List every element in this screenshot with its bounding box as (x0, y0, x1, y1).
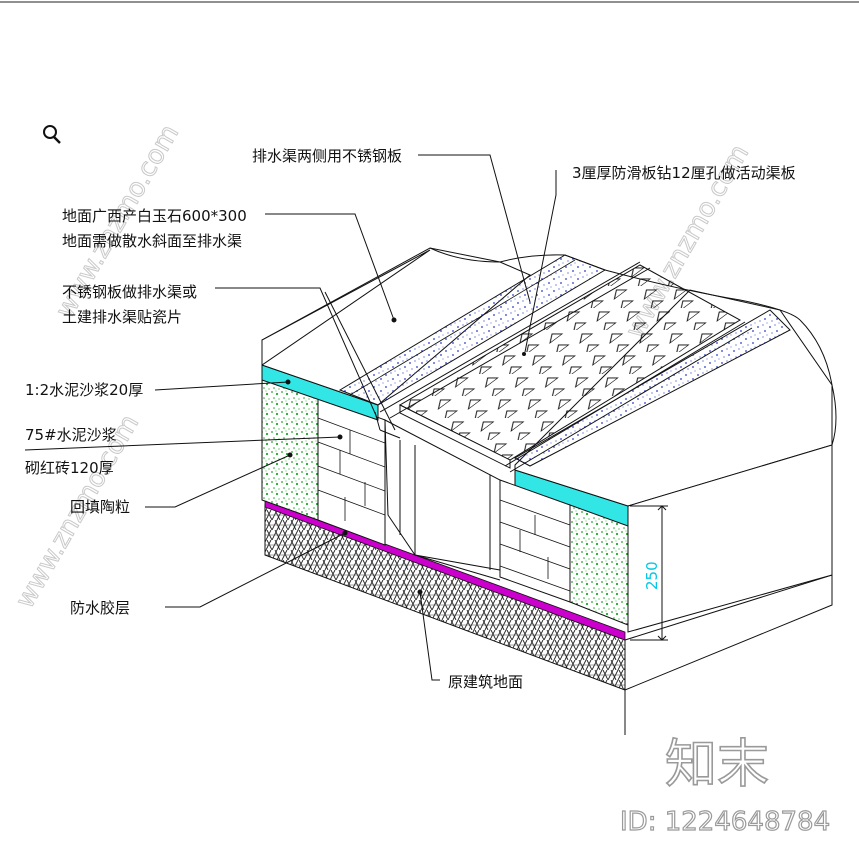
label-waterproof: 防水胶层 (70, 599, 130, 617)
annotation-labels: 排水渠两侧用不锈钢板 3厘厚防滑板钻12厘孔做活动渠板 地面广西产白玉石600*… (25, 147, 796, 691)
leader-lines (24, 154, 557, 681)
right-block (264, 289, 837, 691)
cover-plate (379, 261, 753, 473)
label-floor-stone-2: 地面需做散水斜面至排水渠 (62, 232, 242, 250)
brand-watermark: 知末 ID: 1224648784 (619, 734, 830, 837)
left-block (261, 247, 833, 555)
label-channel-1: 不锈钢板做排水渠或 (62, 283, 197, 301)
search-icon[interactable] (43, 125, 61, 144)
label-mortar: 1:2水泥沙浆20厚 (25, 381, 143, 399)
dimension-250: 250 (630, 505, 668, 641)
brand-logo-text: 知末 (665, 735, 769, 795)
watermark-id: ID: 1224648784 (620, 807, 830, 837)
label-base: 原建筑地面 (448, 673, 523, 691)
drain-channel (384, 419, 501, 581)
label-channel-2: 土建排水渠贴瓷片 (62, 308, 182, 326)
dimension-text: 250 (643, 561, 661, 590)
label-stainless-sides: 排水渠两侧用不锈钢板 (252, 147, 402, 165)
label-cover-plate: 3厘厚防滑板钻12厘孔做活动渠板 (572, 164, 796, 182)
label-mortar-75: 75#水泥沙浆 (25, 426, 117, 444)
label-floor-stone-1: 地面广西产白玉石600*300 (62, 207, 247, 225)
label-backfill: 回填陶粒 (70, 498, 130, 516)
label-brick: 砌红砖120厚 (25, 459, 114, 477)
